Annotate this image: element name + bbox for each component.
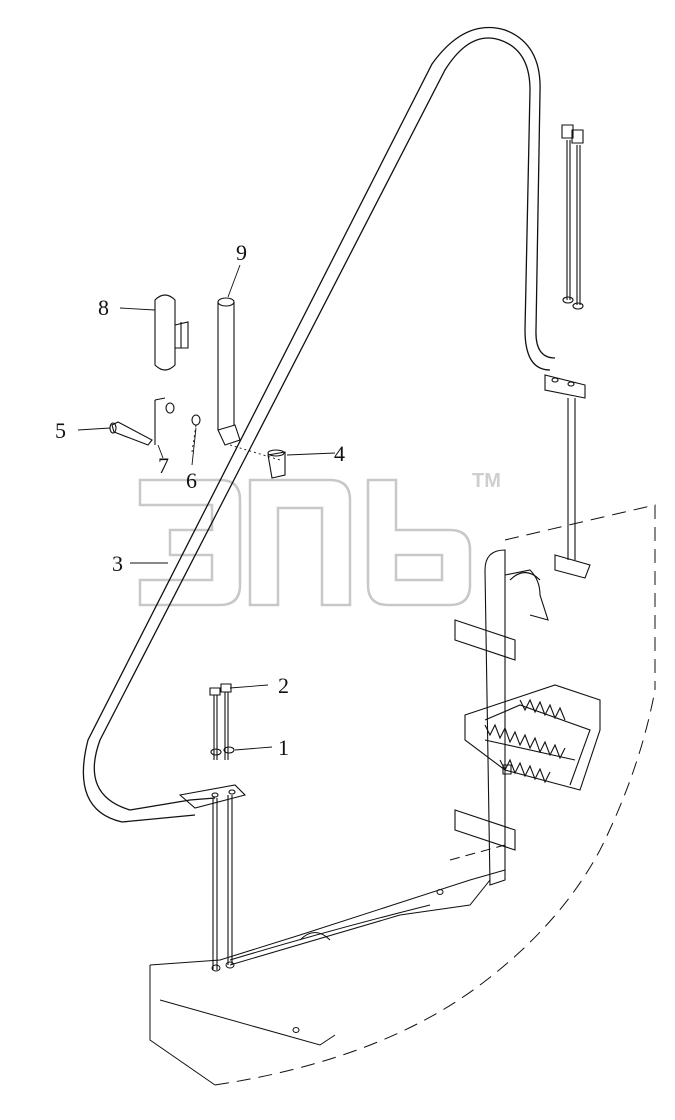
callout-4: 4 bbox=[334, 441, 345, 466]
small-parts bbox=[110, 398, 285, 478]
watermark-tm: TM bbox=[472, 470, 501, 492]
callout-9: 9 bbox=[236, 240, 247, 265]
callout-6: 6 bbox=[186, 468, 197, 493]
platform-floor bbox=[150, 505, 655, 1085]
callout-8: 8 bbox=[98, 295, 109, 320]
watermark-logo bbox=[140, 480, 500, 605]
handrail-tube bbox=[83, 28, 555, 822]
leader-lines bbox=[78, 265, 335, 750]
upper-bracket bbox=[545, 125, 590, 578]
callout-1: 1 bbox=[278, 735, 289, 760]
callout-3: 3 bbox=[112, 551, 123, 576]
post-tube bbox=[218, 298, 240, 445]
callout-5: 5 bbox=[55, 418, 66, 443]
callout-2: 2 bbox=[278, 673, 289, 698]
callout-7: 7 bbox=[158, 453, 169, 478]
knob-handle bbox=[155, 295, 188, 370]
lower-bracket bbox=[180, 684, 245, 970]
ladder bbox=[455, 550, 600, 885]
